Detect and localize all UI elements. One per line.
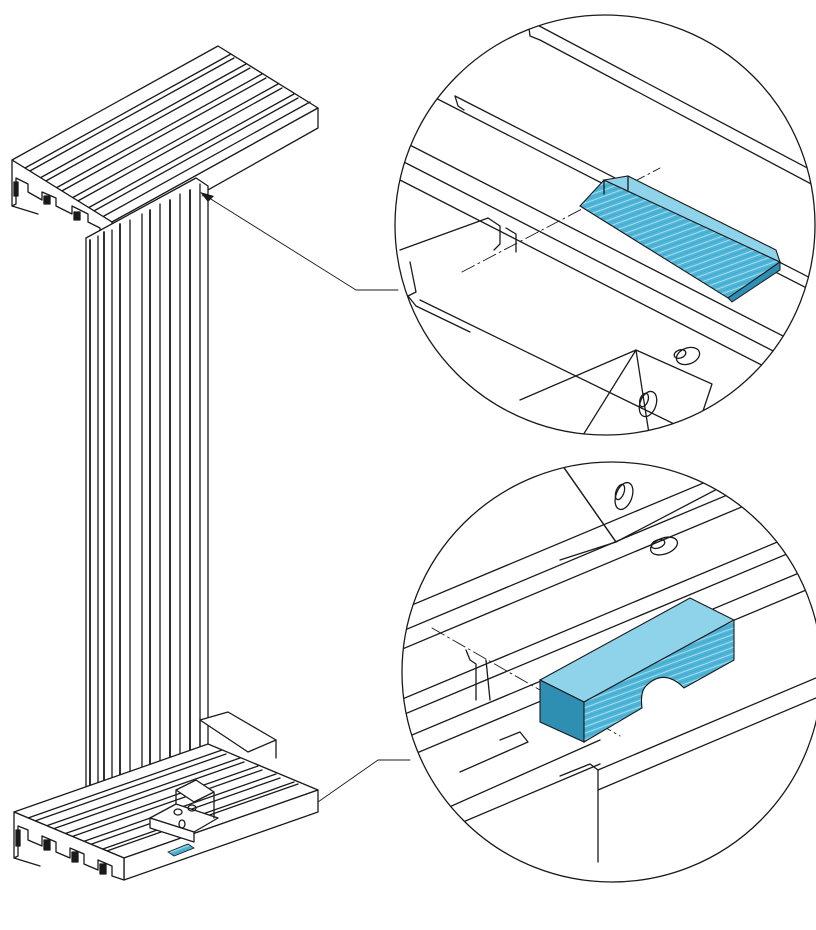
detail-view-bottom <box>401 461 816 883</box>
bottom-rail <box>13 711 319 881</box>
leader-line-bottom <box>317 759 411 803</box>
bottom-block-notch <box>640 676 685 709</box>
top-block-lip <box>602 175 781 264</box>
detail-view-top <box>394 14 816 436</box>
frame-assembly <box>11 45 319 881</box>
mullion-foot-connector <box>149 779 219 843</box>
detail-circle-top <box>394 14 816 436</box>
top-block <box>579 175 782 303</box>
bottom-block-small <box>167 843 195 857</box>
vertical-mullion <box>85 177 209 851</box>
leader-lines <box>200 192 411 803</box>
bottom-rail-end-profile <box>13 811 125 881</box>
leader-arrowhead-top <box>200 192 214 202</box>
leader-line-top <box>205 195 399 291</box>
bottom-block <box>538 597 736 743</box>
top-rail-ribs <box>24 53 311 217</box>
top-block-edge <box>727 261 781 303</box>
